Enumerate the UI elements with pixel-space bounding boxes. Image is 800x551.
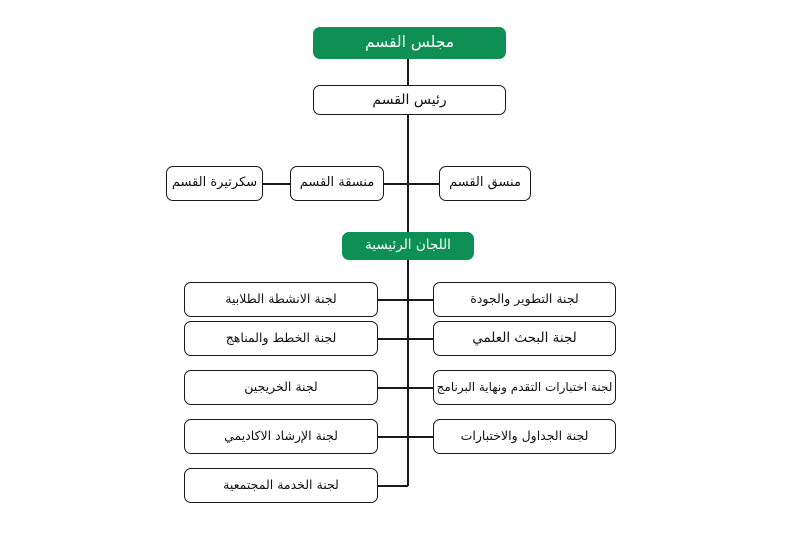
- connector-right-branch-4: [407, 436, 434, 438]
- committee-left-item[interactable]: لجنة الانشطة الطلابية: [184, 282, 378, 317]
- committee-right-item[interactable]: لجنة التطوير والجودة: [433, 282, 616, 317]
- node-department-council[interactable]: مجلس القسم: [313, 27, 506, 59]
- connector-council-to-head: [407, 58, 409, 88]
- connector-head-to-coordinators: [407, 113, 409, 184]
- connector-coordinators-to-committees: [407, 183, 409, 232]
- committee-right-item[interactable]: لجنة الجداول والاختبارات: [433, 419, 616, 454]
- connector-left-branch-5: [378, 485, 408, 487]
- committee-left-item[interactable]: لجنة الخطط والمناهج: [184, 321, 378, 356]
- committee-left-item[interactable]: لجنة الخريجين: [184, 370, 378, 405]
- committee-right-item[interactable]: لجنة البحث العلمي: [433, 321, 616, 356]
- connector-left-branch-3: [378, 387, 408, 389]
- node-department-head[interactable]: رئيس القسم: [313, 85, 506, 115]
- committee-left-item[interactable]: لجنة الإرشاد الاكاديمي: [184, 419, 378, 454]
- node-coordinator-female[interactable]: منسقة القسم: [290, 166, 384, 201]
- node-main-committees[interactable]: اللجان الرئيسية: [342, 232, 474, 260]
- connector-left-branch-2: [378, 338, 408, 340]
- committee-left-item[interactable]: لجنة الخدمة المجتمعية: [184, 468, 378, 503]
- connector-committees-spine: [407, 260, 409, 486]
- node-coordinator-male[interactable]: منسق القسم: [439, 166, 531, 201]
- committee-right-item[interactable]: لجنة اختبارات التقدم ونهاية البرنامج: [433, 370, 616, 405]
- connector-right-branch-3: [407, 387, 434, 389]
- connector-right-branch-1: [407, 299, 434, 301]
- node-department-secretary[interactable]: سكرتيرة القسم: [166, 166, 263, 201]
- connector-left-branch-4: [378, 436, 408, 438]
- connector-left-branch-1: [378, 299, 408, 301]
- connector-right-branch-2: [407, 338, 434, 340]
